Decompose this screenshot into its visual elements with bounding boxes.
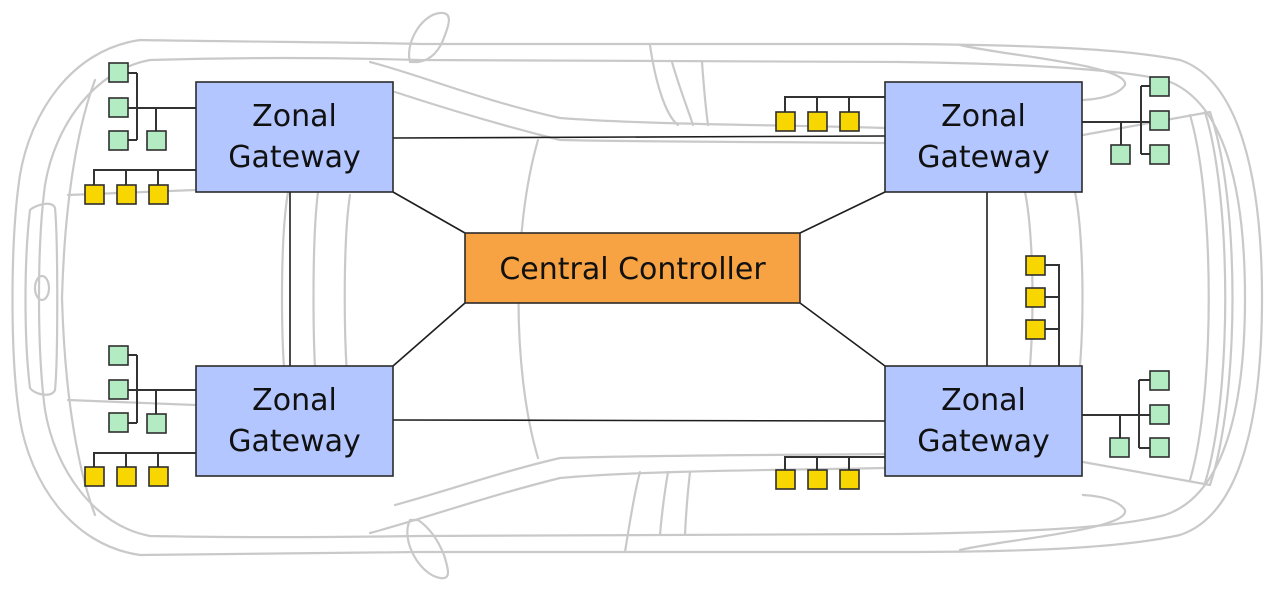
gateway-label-line2: Gateway	[917, 140, 1050, 175]
sensor-node-front-right-2[interactable]	[1149, 110, 1170, 131]
car-trunk-3	[1081, 110, 1234, 487]
car-trunk-1	[1188, 113, 1210, 482]
gateway-rear-right[interactable]: Zonal Gateway	[884, 365, 1083, 477]
actuator-node-front-left-3[interactable]	[148, 184, 169, 205]
actuator-node-front-left-1[interactable]	[84, 184, 105, 205]
car-trunk-2	[1203, 110, 1227, 485]
actuator-node-rear-right-6[interactable]	[1025, 319, 1046, 340]
car-body-outer	[11, 38, 1264, 557]
sensor-node-rear-right-4[interactable]	[1109, 437, 1130, 458]
bus-rl-green	[128, 354, 196, 424]
central-controller-box[interactable]	[464, 232, 801, 304]
gateway-box[interactable]	[195, 365, 394, 477]
car-roof-top	[368, 60, 887, 130]
car-rear-contour-bottom	[958, 493, 1127, 552]
sensor-node-front-left-1[interactable]	[108, 62, 129, 83]
car-pillar-top-2	[670, 60, 695, 127]
car-window-bottom	[393, 452, 887, 507]
sensor-node-front-right-3[interactable]	[1149, 144, 1170, 165]
bus-rr-yellow-side	[1045, 264, 1060, 366]
sensor-node-rear-right-2[interactable]	[1149, 404, 1170, 425]
car-body-inner	[37, 57, 1247, 539]
bus-rl-yellow	[93, 452, 196, 467]
gateway-front-left[interactable]: Zonal Gateway	[195, 81, 394, 193]
bus-rr-yellow-bottom	[784, 456, 885, 470]
actuator-node-front-right-2[interactable]	[807, 111, 828, 132]
bus-fl-green	[128, 72, 196, 141]
sensor-node-front-right-1[interactable]	[1149, 76, 1170, 97]
zone-nodes	[84, 62, 1170, 490]
car-pillar-top-1	[648, 43, 680, 127]
car-roof-bottom	[368, 466, 887, 535]
gateway-label-line1: Zonal	[941, 99, 1026, 134]
actuator-node-rear-left-3[interactable]	[148, 466, 169, 487]
bus-fl-yellow	[93, 169, 196, 185]
link-fl-fr	[392, 135, 886, 139]
sensor-node-rear-left-4[interactable]	[146, 413, 167, 434]
car-pillar-bottom-2	[658, 470, 670, 537]
backbone-links	[289, 135, 988, 422]
gateway-box[interactable]	[884, 81, 1083, 193]
actuator-node-front-right-1[interactable]	[775, 111, 796, 132]
sensor-node-rear-right-3[interactable]	[1149, 437, 1170, 458]
gateway-label-line1: Zonal	[252, 99, 337, 134]
car-window-top	[393, 90, 887, 145]
car-hood-line-bottom	[60, 296, 97, 517]
actuator-node-front-left-2[interactable]	[116, 184, 137, 205]
car-mirror-top	[407, 11, 450, 64]
sensor-node-rear-left-3[interactable]	[108, 412, 129, 433]
gateway-label-line2: Gateway	[228, 140, 361, 175]
sensor-node-front-right-4[interactable]	[1110, 144, 1131, 165]
actuator-node-front-right-3[interactable]	[839, 111, 860, 132]
actuator-node-rear-right-5[interactable]	[1025, 287, 1046, 308]
car-mirror-bottom	[406, 518, 450, 580]
gateway-label-line2: Gateway	[917, 424, 1050, 459]
gateway-label-line1: Zonal	[941, 383, 1026, 418]
sensor-node-front-left-4[interactable]	[146, 130, 167, 151]
actuator-node-rear-left-1[interactable]	[84, 466, 105, 487]
actuator-node-rear-left-2[interactable]	[116, 466, 137, 487]
sensor-node-front-left-2[interactable]	[108, 97, 129, 118]
gateway-box[interactable]	[195, 81, 394, 193]
sensor-node-rear-left-1[interactable]	[108, 345, 129, 366]
link-rr-central	[799, 302, 886, 367]
link-fr-central	[799, 191, 886, 234]
link-rl-central	[392, 302, 466, 367]
gateway-front-right[interactable]: Zonal Gateway	[884, 81, 1083, 193]
car-hood-line-top	[60, 78, 97, 300]
sensor-node-front-left-3[interactable]	[108, 130, 129, 151]
gateway-label-line2: Gateway	[228, 424, 361, 459]
sensor-node-rear-left-2[interactable]	[108, 379, 129, 400]
car-pillar-bottom-1	[623, 470, 642, 554]
central-controller[interactable]: Central Controller	[464, 232, 801, 304]
bus-rr-green	[1082, 379, 1150, 449]
gateway-label-line1: Zonal	[252, 383, 337, 418]
actuator-node-rear-right-2[interactable]	[807, 469, 828, 490]
gateway-box[interactable]	[884, 365, 1083, 477]
link-fl-central	[392, 191, 466, 234]
car-pillar-bottom-3	[683, 470, 692, 537]
actuator-node-rear-right-4[interactable]	[1025, 255, 1046, 276]
car-headlight-bottom	[66, 398, 197, 407]
car-front-bumper	[24, 202, 59, 396]
link-rl-rr	[392, 419, 886, 422]
zone-buses	[93, 72, 1150, 470]
car-emblem	[33, 274, 51, 302]
car-pillar-top-3	[700, 60, 710, 127]
bus-fr-green	[1082, 85, 1150, 155]
car-rear-contour-top	[958, 43, 1127, 102]
gateway-rear-left[interactable]: Zonal Gateway	[195, 365, 394, 477]
central-controller-label: Central Controller	[499, 252, 766, 287]
actuator-node-rear-right-3[interactable]	[839, 469, 860, 490]
bus-fr-yellow	[784, 96, 885, 112]
actuator-node-rear-right-1[interactable]	[775, 469, 796, 490]
sensor-node-rear-right-1[interactable]	[1149, 370, 1170, 391]
